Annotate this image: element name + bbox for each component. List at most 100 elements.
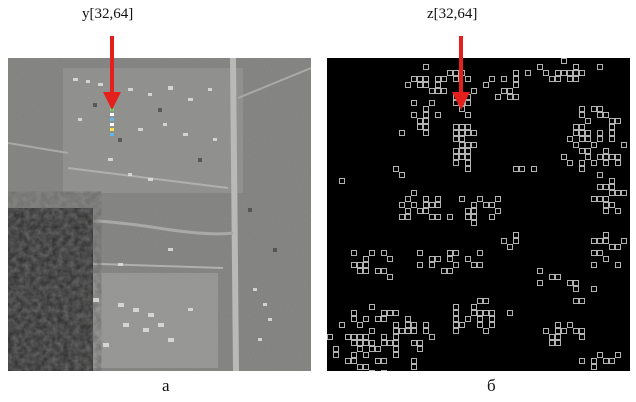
grid-cell (555, 328, 561, 334)
grid-cell (453, 316, 459, 322)
grid-cell (603, 232, 609, 238)
grid-cell (465, 112, 471, 118)
grid-cell (561, 58, 567, 64)
grid-cell (579, 166, 585, 172)
grid-cell (405, 322, 411, 328)
grid-cell (435, 214, 441, 220)
grid-cell (471, 304, 477, 310)
grid-cell (615, 118, 621, 124)
grid-cell (597, 238, 603, 244)
grid-cell (417, 76, 423, 82)
grid-cell (411, 322, 417, 328)
grid-cell (591, 106, 597, 112)
grid-cell (609, 130, 615, 136)
grid-cell (441, 76, 447, 82)
grid-cell (603, 208, 609, 214)
grid-cell (573, 76, 579, 82)
grid-cell (411, 364, 417, 370)
grid-cell (603, 256, 609, 262)
grid-cell (597, 172, 603, 178)
grid-cell (351, 358, 357, 364)
grid-cell (507, 88, 513, 94)
grid-cell (561, 70, 567, 76)
grid-cell (483, 310, 489, 316)
grid-cell (603, 160, 609, 166)
grid-cell (483, 82, 489, 88)
grid-cell (501, 88, 507, 94)
satellite-image-panel (8, 58, 311, 371)
grid-cell (597, 106, 603, 112)
grid-cell (471, 142, 477, 148)
grid-cell (465, 154, 471, 160)
grid-cell (471, 208, 477, 214)
grid-cell (603, 202, 609, 208)
grid-cell (495, 196, 501, 202)
grid-cell (363, 334, 369, 340)
grid-cell (345, 334, 351, 340)
grid-cell (417, 208, 423, 214)
grid-cell (531, 166, 537, 172)
grid-cell (417, 124, 423, 130)
grid-cell (447, 256, 453, 262)
panel-a-top-label: y[32,64] (82, 6, 134, 22)
grid-cell (381, 310, 387, 316)
grid-cell (405, 82, 411, 88)
grid-cell (567, 322, 573, 328)
grid-cell (465, 208, 471, 214)
grid-cell (363, 316, 369, 322)
grid-cell (573, 130, 579, 136)
grid-cell (573, 142, 579, 148)
grid-cell (429, 202, 435, 208)
grid-cell (447, 268, 453, 274)
grid-cell (399, 172, 405, 178)
grid-cell (423, 106, 429, 112)
grid-cell (369, 346, 375, 352)
grid-cell (405, 208, 411, 214)
grid-cell (477, 250, 483, 256)
grid-cell (375, 268, 381, 274)
grid-cell (591, 142, 597, 148)
grid-cell (477, 310, 483, 316)
grid-cell (417, 340, 423, 346)
grid-cell (453, 250, 459, 256)
grid-cell (489, 322, 495, 328)
grid-cell (573, 64, 579, 70)
grid-cell (489, 214, 495, 220)
grid-cell (447, 214, 453, 220)
grid-cell (489, 76, 495, 82)
grid-cell (411, 202, 417, 208)
grid-cell (621, 238, 627, 244)
grid-cell (429, 334, 435, 340)
grid-cell (567, 280, 573, 286)
grid-cell (549, 274, 555, 280)
grid-cell (579, 160, 585, 166)
grid-cell (579, 70, 585, 76)
grid-cell (507, 94, 513, 100)
grid-cell (609, 358, 615, 364)
grid-cell (579, 124, 585, 130)
grid-cell (369, 370, 375, 371)
grid-cell (423, 322, 429, 328)
grid-cell (387, 274, 393, 280)
grid-cell (423, 118, 429, 124)
grid-cell (615, 262, 621, 268)
panel-b-top-label: z[32,64] (427, 6, 478, 22)
grid-cell (435, 76, 441, 82)
grid-cell (429, 256, 435, 262)
grid-cell (405, 214, 411, 220)
grid-cell (393, 334, 399, 340)
grid-cell (453, 70, 459, 76)
grid-cell (453, 310, 459, 316)
grid-cell (435, 256, 441, 262)
grid-cell (471, 262, 477, 268)
grid-cell (435, 202, 441, 208)
grid-cell (453, 160, 459, 166)
grid-cell (579, 334, 585, 340)
grid-cell (339, 322, 345, 328)
grid-cell (609, 190, 615, 196)
grid-cell (381, 268, 387, 274)
grid-cell (465, 124, 471, 130)
grid-cell (513, 94, 519, 100)
grid-cell (483, 328, 489, 334)
grid-cell (399, 214, 405, 220)
